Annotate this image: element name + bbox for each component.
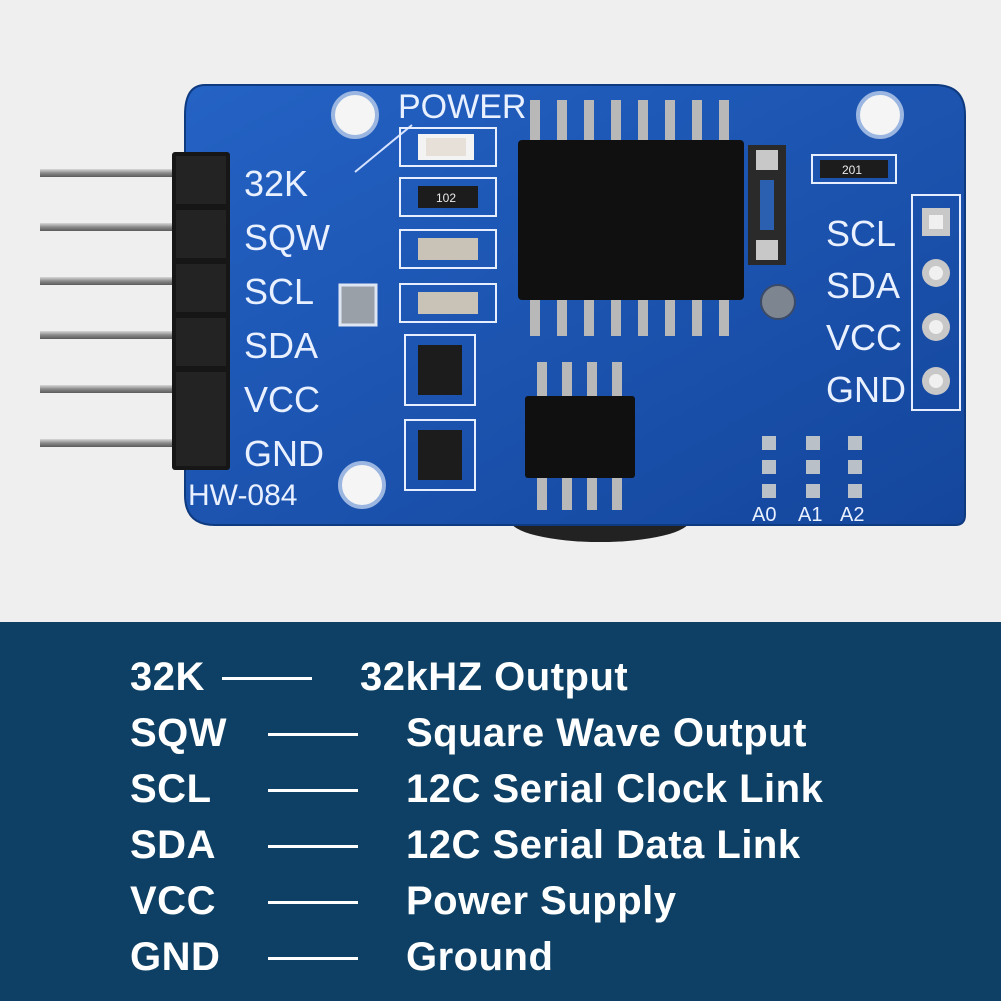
legend-pin: SQW [130, 711, 228, 755]
silk-label: SCL [244, 271, 314, 312]
legend-pin: VCC [130, 879, 216, 923]
capacitor [418, 238, 478, 260]
silk-label: VCC [826, 317, 902, 358]
crystal-component [748, 145, 786, 265]
address-label: A1 [798, 504, 822, 526]
legend-row: GND Ground [0, 929, 1001, 985]
legend-dash [268, 901, 358, 904]
rtc-chip [518, 100, 744, 336]
legend-description: Square Wave Output [406, 711, 807, 755]
silk-label: SDA [826, 265, 900, 306]
address-label: A0 [752, 504, 776, 526]
mounting-hole [338, 461, 386, 509]
pin-legend: 32K 32kHZ Output SQW Square Wave Output … [0, 622, 1001, 1001]
resistor-201 [820, 160, 888, 178]
legend-description: Ground [406, 935, 554, 979]
silk-label: GND [244, 433, 324, 474]
legend-description: 12C Serial Data Link [406, 823, 801, 867]
silk-label: 32K [244, 163, 308, 204]
header-pins [40, 169, 200, 447]
legend-description: Power Supply [406, 879, 677, 923]
resistor-code: 102 [436, 191, 456, 205]
address-pads [762, 436, 862, 498]
legend-row: 32K 32kHZ Output [0, 649, 1001, 705]
silk-label: SCL [826, 213, 896, 254]
capacitor [418, 292, 478, 314]
eeprom-chip [525, 362, 635, 510]
legend-dash [268, 733, 358, 736]
smd-components [399, 127, 497, 491]
silk-label: VCC [244, 379, 320, 420]
resistor-201 [811, 154, 897, 184]
resistor-array [418, 430, 462, 480]
right-pin-labels: SCL SDA VCC GND [826, 213, 906, 410]
mounting-hole [331, 91, 379, 139]
resistor [418, 186, 478, 208]
legend-row: VCC Power Supply [0, 873, 1001, 929]
product-photo: 32K SQW SCL SDA VCC GND HW-084 POWER 102 [0, 0, 1001, 622]
right-header-holes [922, 208, 950, 395]
legend-row: SDA 12C Serial Data Link [0, 817, 1001, 873]
via [760, 284, 796, 320]
legend-pin: GND [130, 935, 221, 979]
silk-label: SQW [244, 217, 330, 258]
legend-dash [222, 677, 312, 680]
legend-description: 12C Serial Clock Link [406, 767, 824, 811]
mounting-hole [856, 91, 904, 139]
address-label: A2 [840, 504, 864, 526]
legend-row: SCL 12C Serial Clock Link [0, 761, 1001, 817]
legend-dash [268, 789, 358, 792]
header-housing [172, 152, 230, 470]
left-pin-labels: 32K SQW SCL SDA VCC GND [244, 163, 330, 474]
legend-dash [268, 845, 358, 848]
test-pad [338, 283, 378, 327]
legend-description: 32kHZ Output [360, 655, 629, 699]
legend-pin: SCL [130, 767, 212, 811]
silk-label: SDA [244, 325, 318, 366]
silk-label: GND [826, 369, 906, 410]
legend-dash [268, 957, 358, 960]
rtc-module-board: 32K SQW SCL SDA VCC GND HW-084 POWER 102 [40, 84, 966, 542]
right-header-outline [911, 194, 961, 411]
power-led [426, 138, 466, 156]
resistor-array [418, 345, 462, 395]
legend-row: SQW Square Wave Output [0, 705, 1001, 761]
legend-pin: SDA [130, 823, 216, 867]
power-label: POWER [398, 88, 526, 126]
model-label: HW-084 [188, 479, 297, 512]
silk-line [354, 124, 413, 173]
resistor-code: 201 [842, 163, 862, 177]
legend-pin: 32K [130, 655, 205, 699]
